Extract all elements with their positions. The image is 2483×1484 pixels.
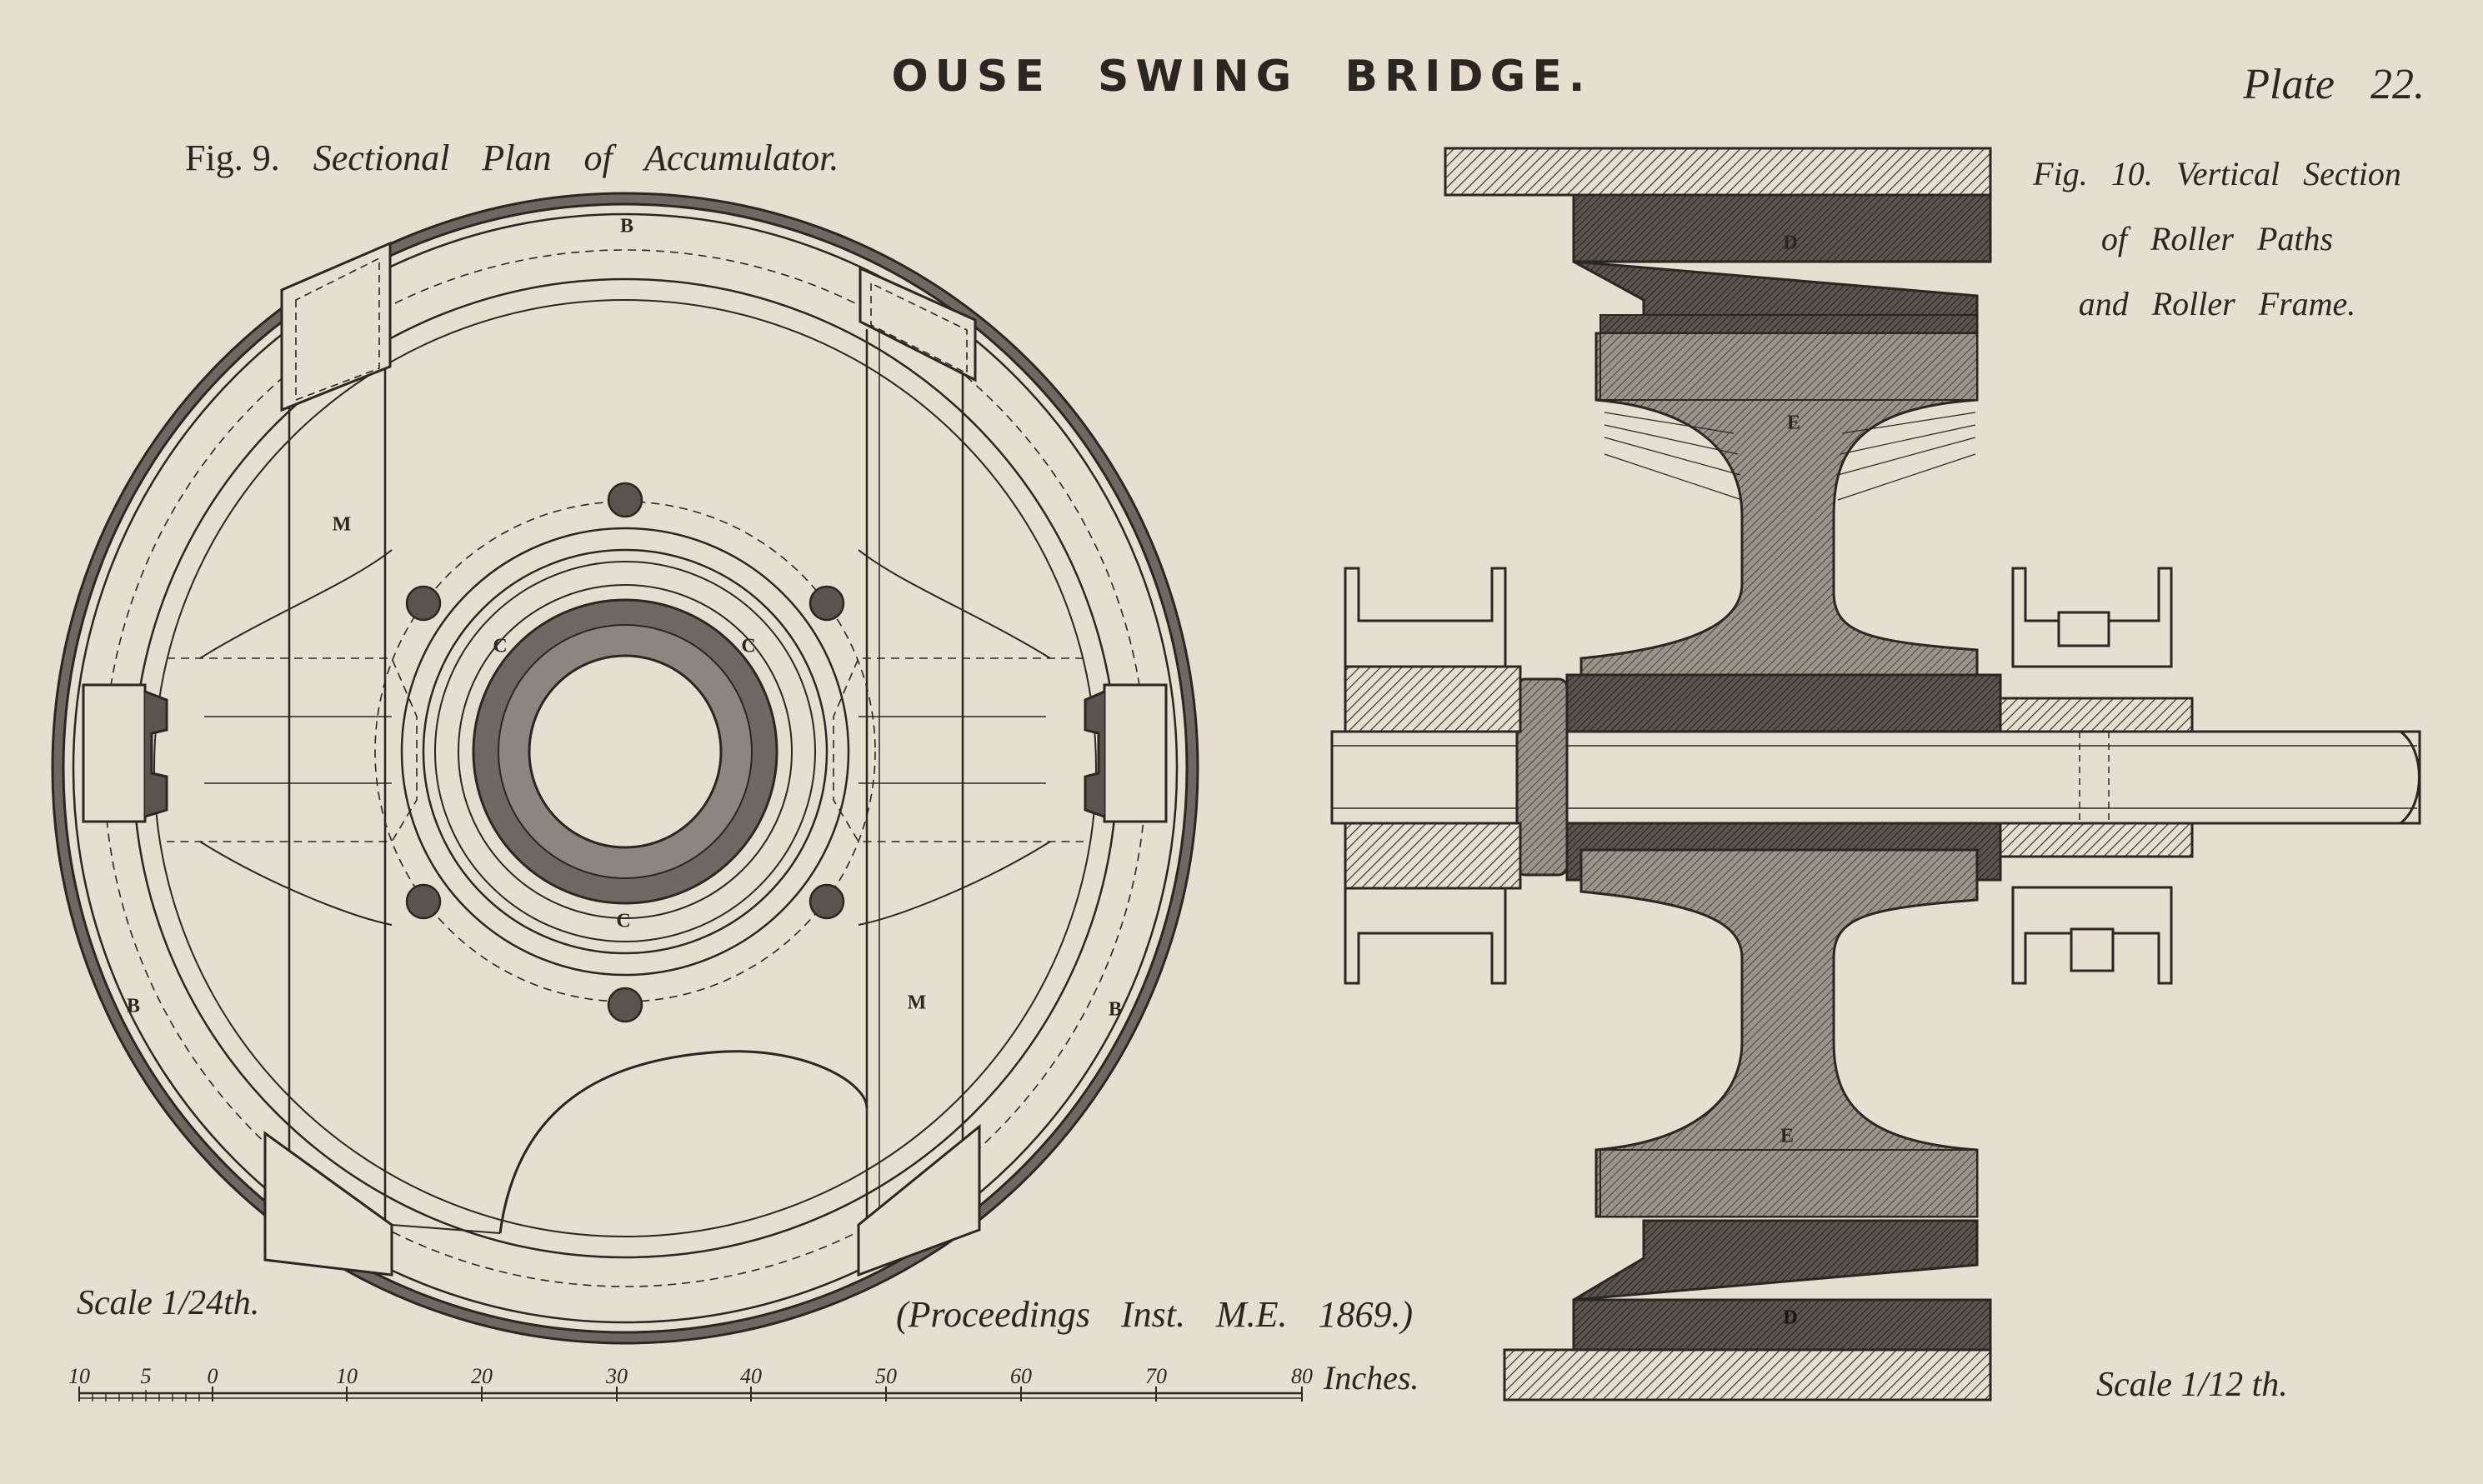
fig10-caption: Fig. 10. Vertical Section of Roller Path… [2000,142,2434,337]
fig10-caption-line2: of Roller Paths [2100,220,2334,257]
scale-tick-label: 10 [336,1364,358,1388]
scale-tick-label: 40 [740,1364,762,1388]
scale-tick-label: 30 [606,1364,628,1388]
part-letter: E [1780,1125,1795,1147]
scale-tick-label: 50 [875,1364,897,1388]
fig10-scale: Scale 1/12 th. [2096,1366,2288,1404]
plate-number: Plate 22. [2243,61,2425,108]
part-letter: C [741,635,756,657]
fig9-title: Sectional Plan of Accumulator. [313,137,839,178]
fig10-caption-line3: and Roller Frame. [2078,285,2356,322]
plate-title: OUSE SWING BRIDGE. [891,52,1592,102]
part-letter: M [332,513,352,536]
fig9-number: Fig. 9. [185,137,280,178]
scale-tick-label: 10 [68,1364,90,1388]
part-letter: B [1108,998,1123,1021]
part-letter: C [616,910,631,932]
part-letter: C [493,635,508,657]
part-letter: D [1783,232,1798,254]
scale-tick-label: 80 [1291,1364,1313,1388]
fig10-roller-section [1330,147,2421,1402]
scale-tick-label: 60 [1010,1364,1032,1388]
hub-bore [528,654,723,849]
part-letter: D [1783,1307,1798,1329]
scale-tick-label: 20 [471,1364,493,1388]
part-letter: B [619,215,634,237]
fig10-caption-line1: Fig. 10. Vertical Section [2033,155,2401,192]
scale-tick-label: 5 [140,1364,152,1388]
part-letter: M [907,992,927,1014]
scale-bar [78,1387,1303,1402]
scale-tick-label: 70 [1145,1364,1167,1388]
scale-tick-label: 0 [207,1364,218,1388]
scale-unit: Inches. [1324,1359,1419,1397]
fig9-caption: Fig. 9. Sectional Plan of Accumulator. [185,137,839,179]
fig9-scale: Scale 1/24th. [77,1284,260,1322]
source-citation: (Proceedings Inst. M.E. 1869.) [896,1294,1414,1335]
part-letter: B [126,995,141,1017]
part-letter: E [1786,412,1801,434]
fig9-accumulator-plan [51,192,1199,1345]
